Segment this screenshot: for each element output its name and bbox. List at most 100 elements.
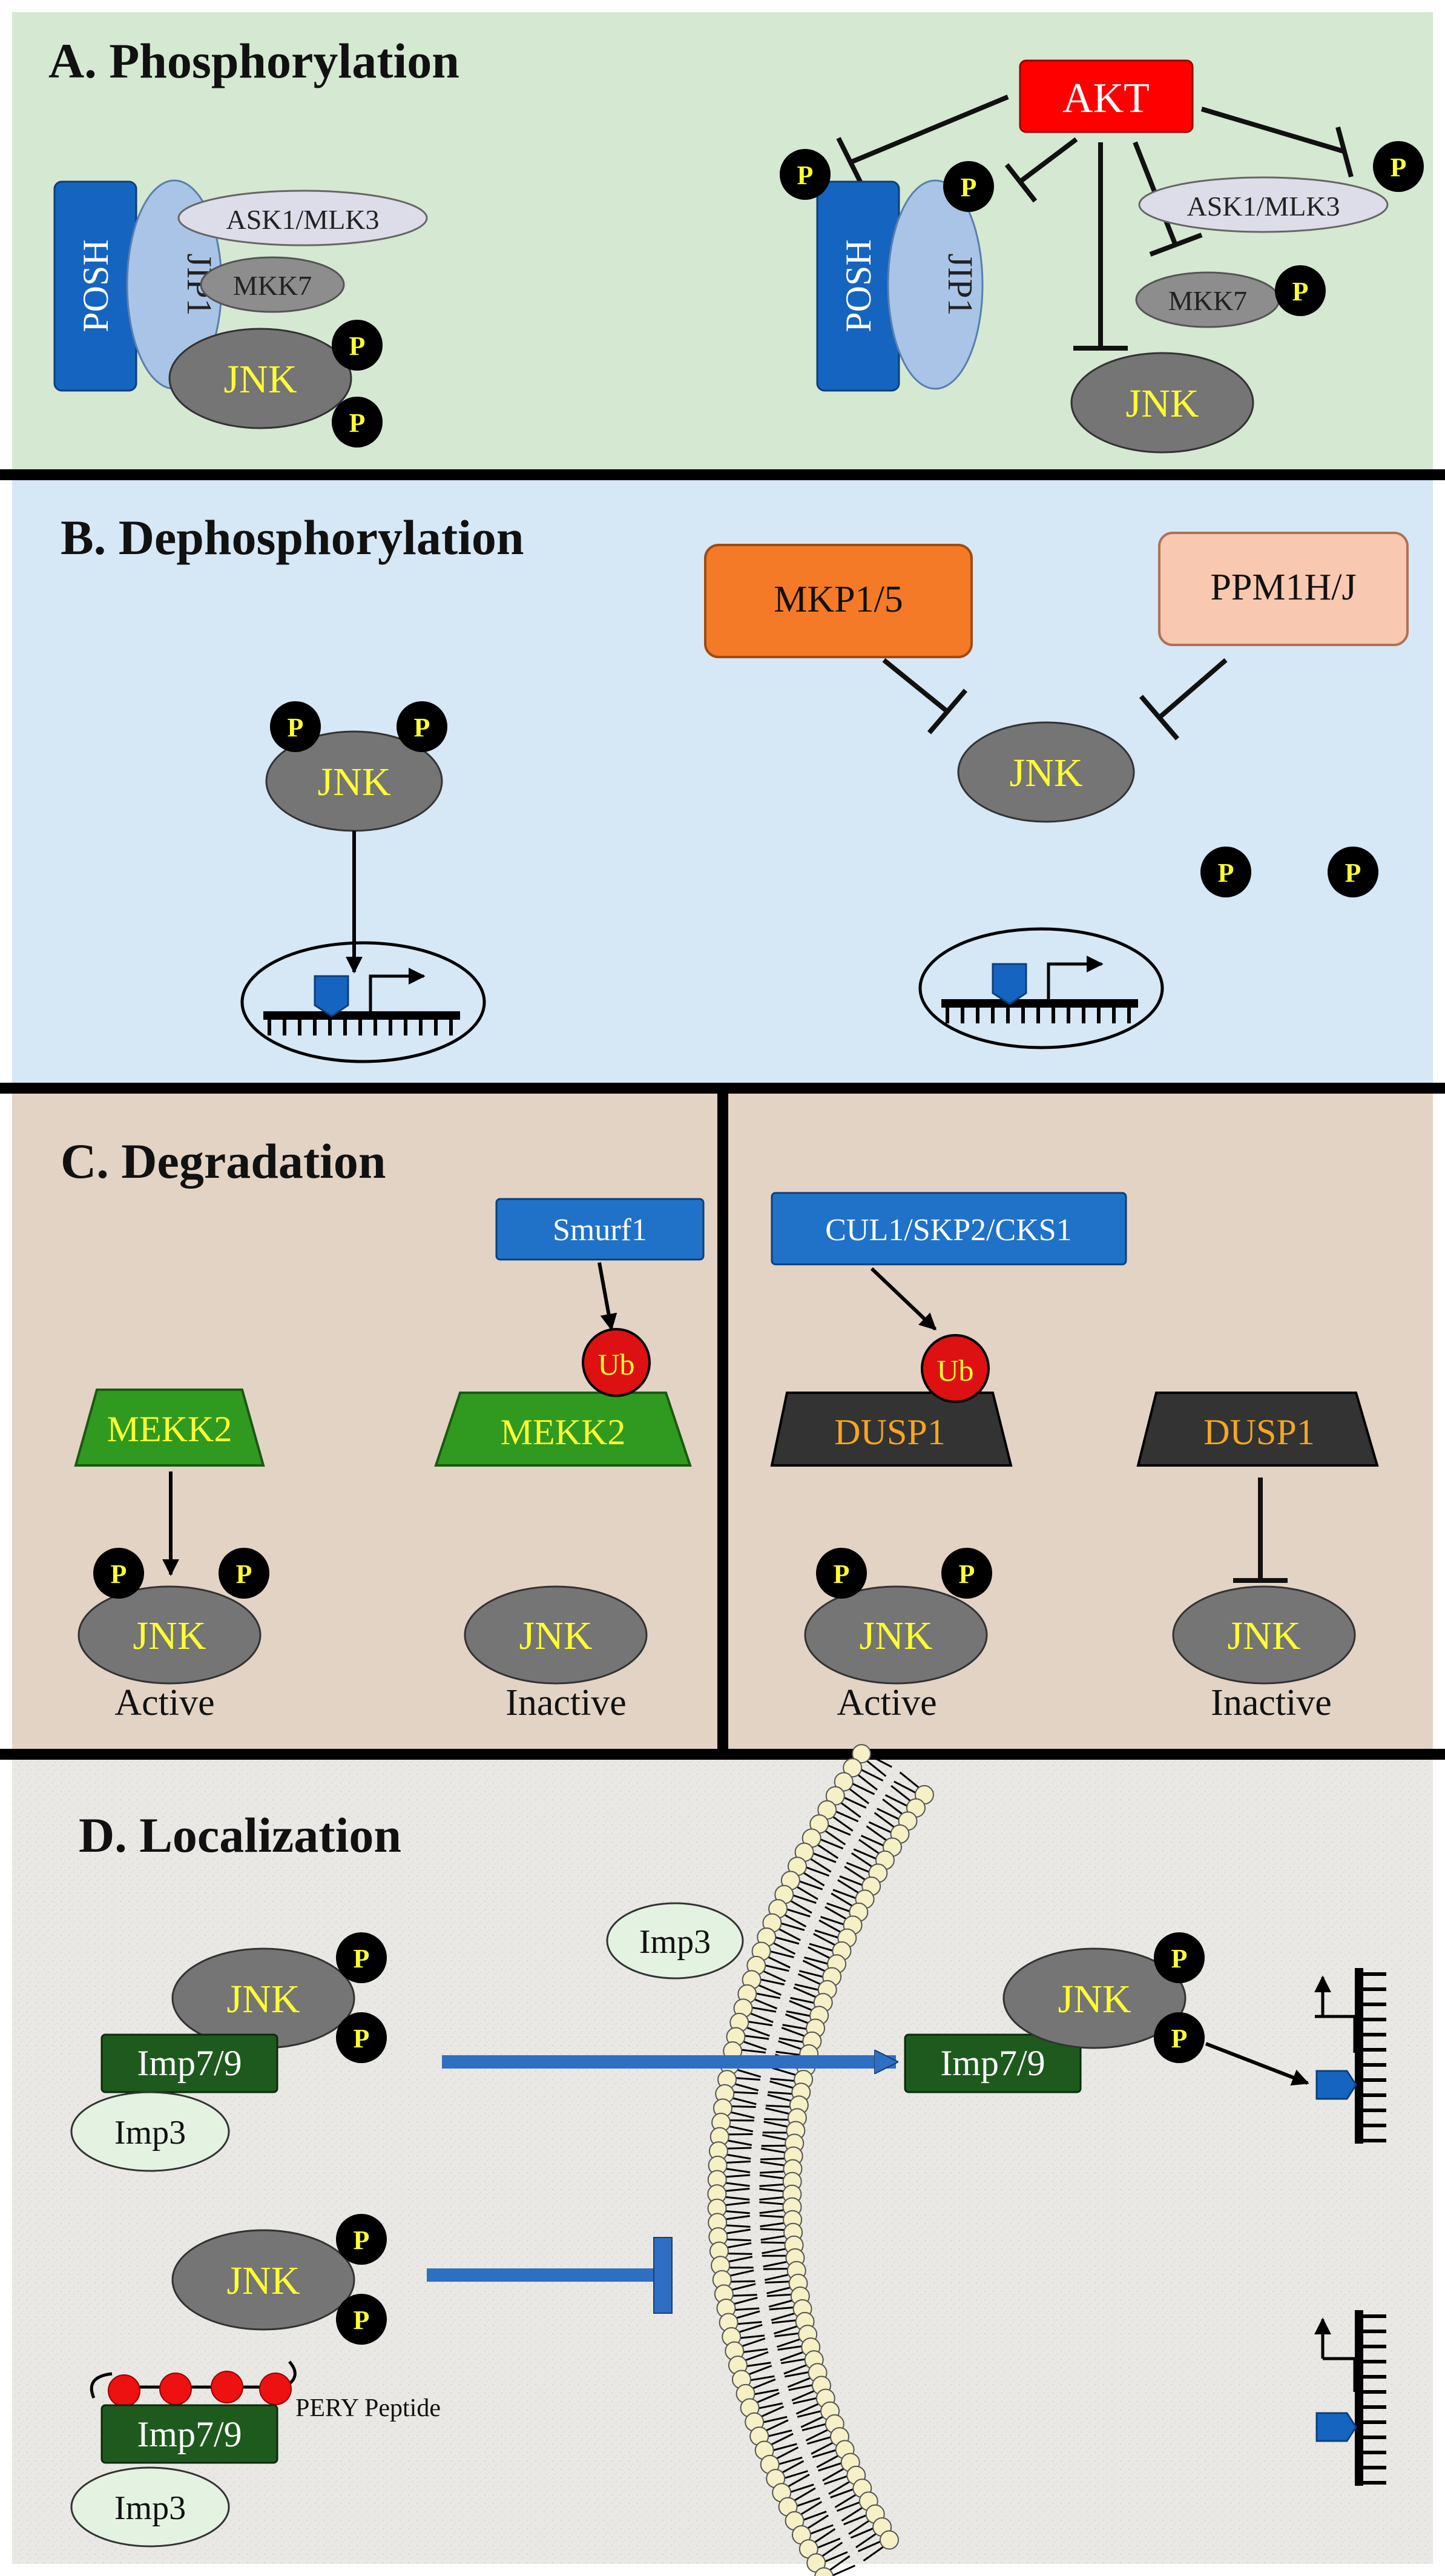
gene-dna-vertical (1314, 2310, 1386, 2486)
akt-kinase (1019, 59, 1194, 133)
phosphate-label: P (354, 2305, 370, 2335)
lipid-tail (829, 2564, 856, 2576)
phosphate-label: P (1171, 1944, 1188, 1973)
imp79-importin (904, 2033, 1082, 2093)
phosphate-group: P (270, 701, 321, 752)
phosphate-label: P (959, 1559, 975, 1589)
jnk-label: JNK (226, 2259, 300, 2303)
transcription-factor (1315, 2412, 1357, 2442)
phosphate-group: P (332, 397, 383, 447)
transcription-arrow (369, 968, 426, 1011)
mkp15-label: MKP1/5 (774, 579, 903, 620)
active-label: Active (837, 1682, 936, 1723)
ask1-mlk3-protein (177, 190, 428, 246)
dna-strand (1355, 2310, 1363, 2486)
phosphate-group: P (332, 320, 383, 371)
lipid-head (879, 2530, 899, 2550)
transcription-arrow (1047, 956, 1104, 999)
ask1-mlk3-label: ASK1/MLK3 (226, 204, 379, 235)
dusp1-ubiquitinated (770, 1392, 1013, 1467)
phosphate-label: P (111, 1559, 127, 1589)
phosphate-label: P (349, 408, 366, 438)
imp79-label: Imp7/9 (137, 2043, 242, 2083)
mkk7-label: MKK7 (233, 270, 312, 301)
jnk-protein (1002, 1947, 1187, 2049)
phosphate-label: P (834, 1559, 850, 1589)
jnk-label: JNK (1125, 381, 1199, 426)
panel-c-degradation: C. Degradation MEKK2 JNK P P Active Smur… (12, 1094, 1433, 1749)
imp3-label: Imp3 (114, 2489, 186, 2527)
phosphate-group: P (336, 2214, 387, 2265)
ubiquitination-arrow (870, 1267, 937, 1331)
panel-a-phosphorylation: A. Phosphorylation POSH JIP1 ASK1/MLK3 M… (12, 12, 1433, 469)
nucleus-outline (240, 941, 486, 1063)
jnk-protein (464, 1585, 648, 1685)
mkk7-label: MKK7 (1168, 285, 1247, 316)
lipid-head (814, 2567, 834, 2576)
jnk-protein (1070, 352, 1254, 454)
phosphate-group: P (336, 2294, 387, 2345)
inhibition-lines (836, 94, 1354, 351)
panel-d-title: D. Localization (79, 1808, 401, 1863)
blocked-import-bar (653, 2237, 673, 2314)
jip1-label: JIP1 (941, 253, 980, 315)
mekk2-ubiquitinated (434, 1392, 692, 1467)
dusp1-label: DUSP1 (834, 1412, 945, 1452)
jnk-label: JNK (519, 1614, 592, 1658)
inactive-label: Inactive (505, 1682, 627, 1723)
active-label: Active (114, 1682, 214, 1723)
ask1-mlk3-label: ASK1/MLK3 (1187, 191, 1340, 222)
jnk-protein (171, 2229, 355, 2331)
ubiquitination-arrow (597, 1262, 617, 1331)
imp79-label: Imp7/9 (940, 2043, 1045, 2083)
posh-label: POSH (838, 239, 878, 332)
phosphate-label: P (1171, 2024, 1188, 2053)
nucleus-with-dna (240, 941, 486, 1063)
imp79-importin (100, 2033, 278, 2093)
imp79-label: Imp7/9 (137, 2414, 242, 2454)
dna-strand (1355, 1968, 1363, 2144)
panel-d-localization: D. Localization Imp3 JNK P P Imp7/9 Imp3… (12, 1744, 1433, 2576)
imp79-importin (100, 2404, 278, 2464)
jnk-label: JNK (1009, 751, 1082, 795)
mekk2-label: MEKK2 (501, 1412, 626, 1452)
transcription-arrow-stem (1323, 2357, 1357, 2392)
phosphate-group: P (780, 149, 831, 200)
transcription-factor (1315, 2070, 1357, 2100)
panel-divider (0, 469, 1445, 480)
nucleus-with-dna (918, 927, 1164, 1049)
ubiquitin-tag: Ub (921, 1334, 990, 1403)
panel-b-dephosphorylation: B. Dephosphorylation JNK P P (12, 480, 1433, 1083)
inactive-label: Inactive (1211, 1682, 1332, 1723)
imp3-label: Imp3 (114, 2114, 186, 2152)
phosphate-label: P (354, 2225, 370, 2255)
ask1-mlk3-protein (1138, 176, 1389, 233)
jip1-protein (887, 179, 984, 390)
smurf1-ligase (495, 1198, 705, 1261)
phosphate-group: P (93, 1548, 144, 1599)
mekk2-label: MEKK2 (107, 1409, 232, 1449)
jnk-label: JNK (1227, 1614, 1300, 1658)
lipid-head (834, 1772, 854, 1792)
phosphate-group: P (1373, 141, 1424, 192)
posh-label: POSH (76, 239, 116, 332)
panel-a-title: A. Phosphorylation (48, 33, 459, 88)
jnk-protein (1172, 1585, 1356, 1685)
panel-b-title: B. Dephosphorylation (61, 510, 524, 565)
cul1-skp2-cks1-ligase (771, 1192, 1127, 1266)
imp3-protein (606, 1902, 744, 1980)
activation-arrow (1205, 2042, 1309, 2086)
blocked-import (427, 2237, 673, 2314)
phosphate-group: P (943, 161, 994, 212)
phosphate-label: P (354, 1944, 370, 1973)
jnk-protein (168, 328, 352, 429)
jnk-label: JNK (859, 1614, 932, 1658)
phosphate-label: P (1292, 277, 1309, 306)
phosphate-group: P (1154, 1932, 1205, 1983)
jnk-protein (77, 1585, 262, 1685)
imp3-protein (70, 2466, 230, 2548)
ubiquitin-tag: Ub (582, 1328, 651, 1397)
transcription-factor (314, 975, 349, 1017)
ub-label: Ub (936, 1353, 973, 1387)
